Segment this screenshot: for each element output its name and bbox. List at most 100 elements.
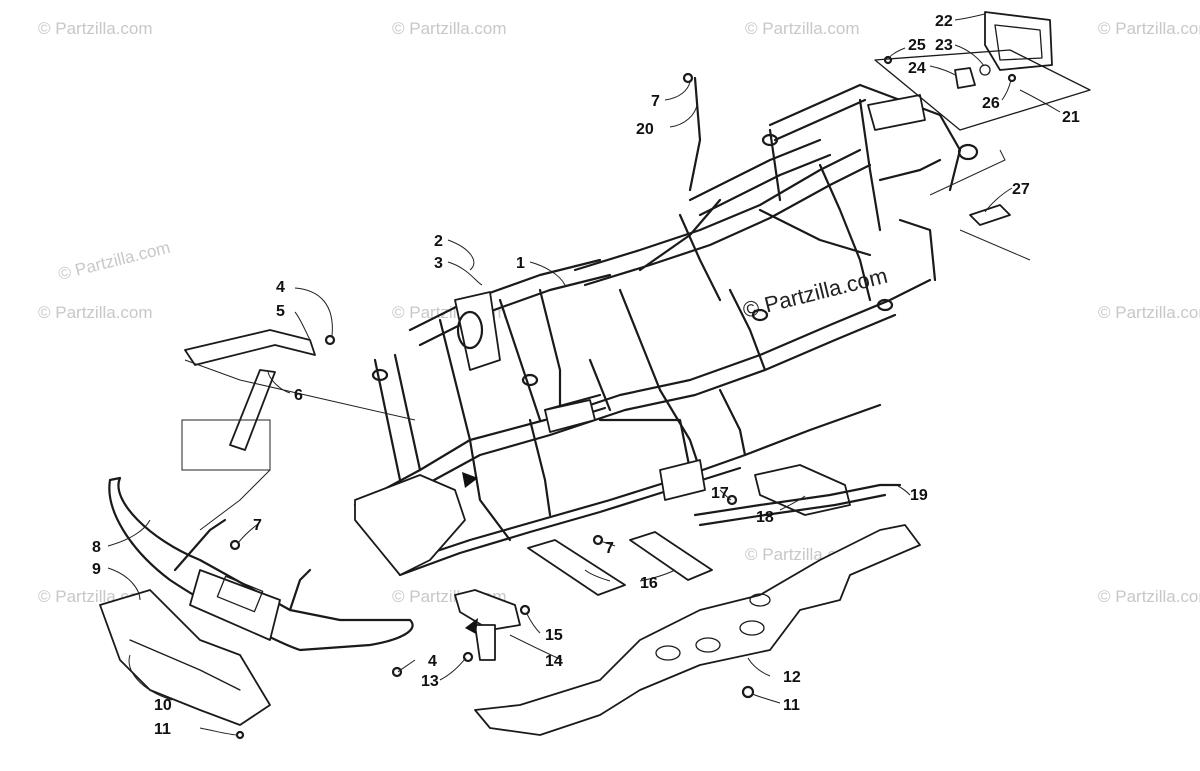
bumper-tube [288, 568, 312, 612]
bolt-7 [592, 534, 604, 546]
assembly-outline [199, 469, 271, 531]
callout-16: 16 [640, 575, 658, 592]
nut-4 [324, 334, 336, 346]
callout-4: 4 [276, 279, 285, 296]
skid-plate-hole [749, 593, 771, 607]
frame-tube-end [957, 143, 979, 161]
strap-20 [688, 76, 702, 192]
callout-23: 23 [935, 37, 953, 54]
callout-7: 7 [605, 540, 614, 557]
watermark: © Partzilla.com [38, 303, 153, 322]
bumper-tube [173, 518, 227, 572]
watermark: © Partzilla.com [1098, 19, 1200, 38]
frame-tube-end [761, 133, 779, 147]
pad-16 [629, 531, 713, 581]
assembly-outline [929, 149, 1006, 196]
arrow-indicator [462, 472, 478, 488]
bolt-15 [519, 604, 531, 616]
assembly-outline [959, 229, 1031, 261]
watermark: © Partzilla.com [56, 238, 172, 284]
screw-26 [1007, 73, 1017, 83]
bolt-7 [229, 539, 241, 551]
callout-9: 9 [92, 561, 101, 578]
callout-17: 17 [711, 485, 729, 502]
frame-tube-end [371, 368, 389, 382]
callout-6: 6 [294, 387, 303, 404]
callout-3: 3 [434, 255, 443, 272]
arrow-indicator [465, 618, 478, 634]
bracket-14-leg [474, 624, 496, 661]
bracket-14 [454, 589, 521, 631]
watermark: © Partzilla.com [38, 19, 153, 38]
bracket-18 [754, 464, 851, 516]
callout-5: 5 [276, 303, 285, 320]
frame-tube-end [751, 308, 769, 322]
taillight-bulb [979, 64, 991, 76]
decal-27 [969, 204, 1011, 226]
callout-24: 24 [908, 60, 926, 77]
watermark: © Partzilla.com [392, 19, 507, 38]
callout-19: 19 [910, 487, 928, 504]
fastener-11 [741, 685, 755, 699]
bolt-7-top [682, 72, 694, 84]
callout-11: 11 [154, 721, 171, 738]
callout-14: 14 [545, 653, 563, 670]
bumper-cover-detail [129, 639, 241, 691]
callout-7: 7 [651, 93, 660, 110]
nut-13 [462, 651, 474, 663]
assembly-outline [181, 419, 271, 471]
leader-lines [107, 13, 1061, 736]
steering-tube [456, 310, 484, 350]
cross-bracket [659, 459, 706, 501]
bumper-slot [216, 575, 264, 613]
bumper-cover [99, 589, 271, 726]
callout-7: 7 [253, 517, 262, 534]
front-mount-block [354, 474, 466, 576]
rear-plate [867, 94, 926, 131]
frame-tube-end [521, 373, 539, 387]
callout-labels: 1 2 3 4 4 5 6 7 7 7 8 9 10 11 11 12 13 1… [92, 13, 1080, 738]
callout-8: 8 [92, 539, 101, 556]
bracket-5 [184, 329, 316, 366]
callout-10: 10 [154, 697, 172, 714]
bumper-plate [189, 569, 281, 641]
screw-25 [883, 55, 893, 65]
skid-plate-hole [695, 637, 721, 653]
callout-22: 22 [935, 13, 953, 30]
bolt-17 [726, 494, 738, 506]
skid-plate-hole [739, 620, 765, 636]
watermark: © Partzilla.com [1098, 587, 1200, 606]
callout-4: 4 [428, 653, 437, 670]
skid-plate-hole [655, 645, 681, 661]
watermark: © Partzilla.com [745, 19, 860, 38]
pad-16 [527, 539, 626, 596]
callout-13: 13 [421, 673, 439, 690]
callout-12: 12 [783, 669, 801, 686]
watermark-layer: © Partzilla.com © Partzilla.com © Partzi… [38, 19, 1200, 606]
frame-tube-end [876, 298, 894, 312]
watermark: © Partzilla.com [1098, 303, 1200, 322]
cross-bracket [544, 399, 596, 433]
callout-2: 2 [434, 233, 443, 250]
callout-18: 18 [756, 509, 774, 526]
taillight-box [874, 49, 1091, 131]
rail-19 [693, 483, 902, 517]
bracket-6 [229, 369, 276, 451]
callout-20: 20 [636, 121, 654, 138]
front-bumper [108, 476, 414, 652]
callout-21: 21 [1062, 109, 1080, 126]
main-frame [353, 83, 962, 577]
assembly-outline [184, 359, 416, 421]
skid-plate [474, 524, 921, 736]
rail-19 [698, 493, 887, 527]
taillight-socket [954, 67, 976, 89]
callout-27: 27 [1012, 181, 1030, 198]
callout-11: 11 [783, 697, 800, 714]
callout-1: 1 [516, 255, 525, 272]
callout-25: 25 [908, 37, 926, 54]
taillight-housing [984, 11, 1053, 71]
callout-26: 26 [982, 95, 1000, 112]
taillight-lens [994, 24, 1043, 61]
nut-4 [391, 666, 403, 678]
